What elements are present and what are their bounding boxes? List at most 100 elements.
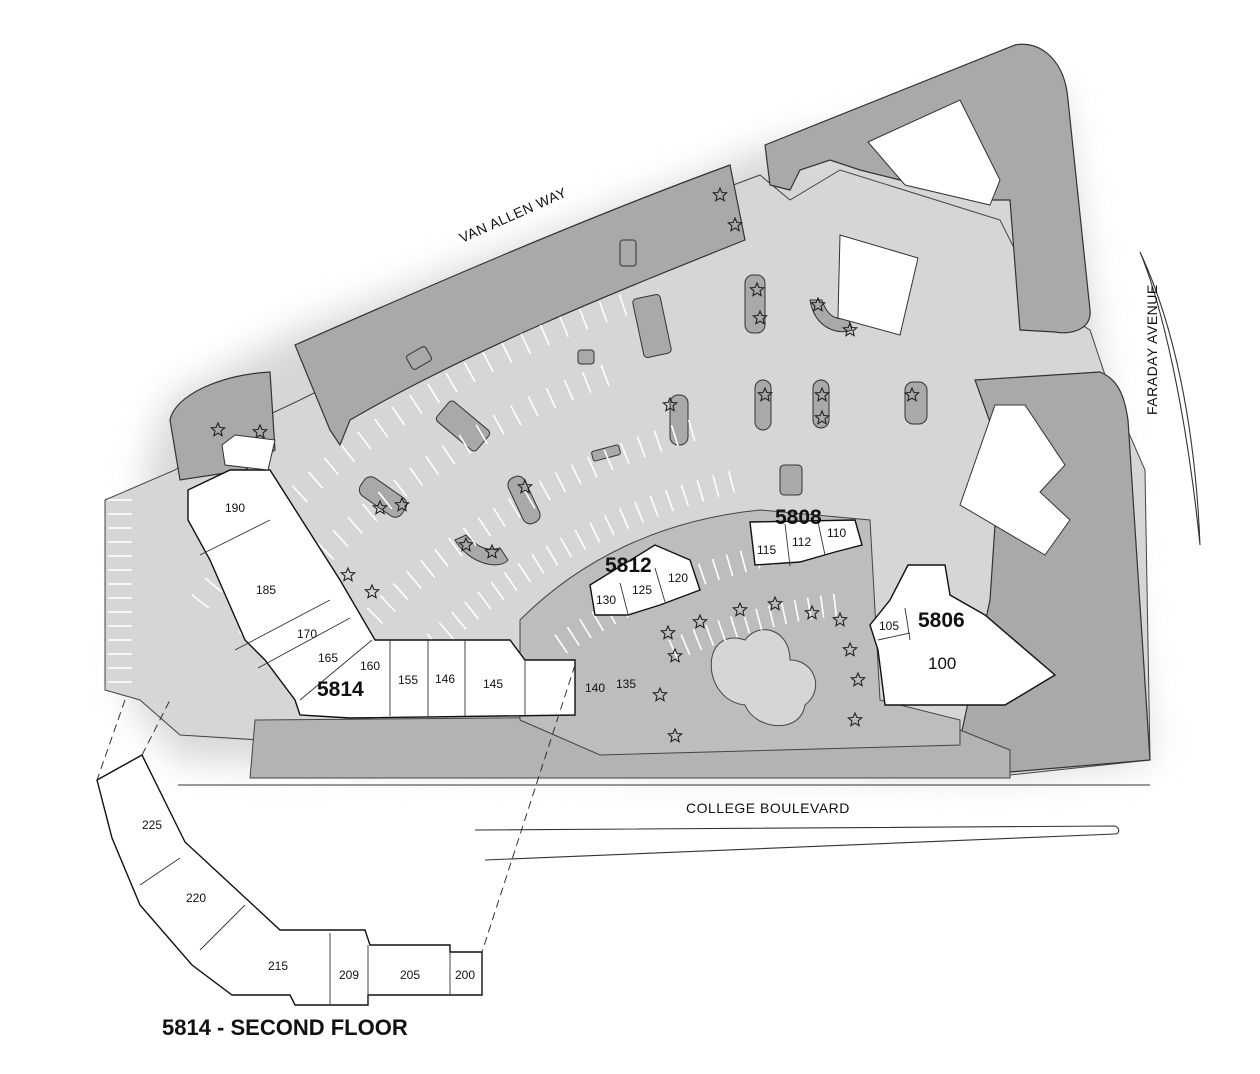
parking-stall-line [539,324,550,346]
trees [209,186,921,743]
building-label-5806: 5806 [918,609,965,632]
parking-stall-line [554,634,568,654]
parking-stall-line [603,449,614,471]
tree-icon [516,478,534,494]
parking-stall-line [463,362,476,383]
tree-icon [659,624,677,640]
second-floor-footprint [96,754,483,1006]
parking-stall-line [501,342,513,363]
parking-stall-line [374,418,389,438]
parking-stall-line [587,456,598,478]
parking-stall-line [653,430,663,452]
tree-icon [756,386,774,402]
parking-stall-line [559,537,572,558]
building-5808 [749,519,863,567]
parking-stall-line [589,522,601,543]
tree-icon [731,601,749,617]
parking-stall-line [696,479,705,502]
road-lines [178,251,1201,861]
pad-east [959,404,1071,556]
parking-stall-line [600,364,610,386]
parking-stall-line [393,479,408,498]
parking-stall-line [755,608,763,631]
unit-110: 110 [827,526,846,540]
parking-stall-line [579,618,592,639]
tree-icon [661,396,679,412]
parking-stall-line [520,333,532,354]
unit-100: 100 [928,654,956,673]
parking-stall-line [819,595,825,618]
parking-stall-line [728,471,736,493]
parking-stall-line [725,554,734,577]
faraday-median [1139,251,1201,546]
parking-stall-line [559,316,569,338]
island [904,381,928,425]
parking-stall-line [687,419,696,442]
unit-160: 160 [360,659,380,673]
parking-stall-line [420,559,436,578]
second-floor-plan [96,754,483,1006]
second-floor-title: 5814 - SECOND FLOOR [162,1015,408,1040]
tree-icon [849,671,867,687]
unit-209: 209 [339,968,359,982]
parking-stall-line [780,602,788,625]
parking-stall-line [523,489,536,510]
parking-stall-line [670,424,679,447]
unit-146: 146 [435,672,455,686]
parking-stall-line [729,615,739,638]
parking-stall-line [462,527,477,547]
parking-stall-line [409,394,423,415]
tree-icon [751,309,769,325]
tree-icon [651,686,669,702]
unit-215: 215 [268,959,288,973]
island [619,239,637,267]
parking-stall-line [692,629,703,651]
plaza-lawn [710,629,817,727]
island [754,379,772,431]
parking-stall-line [768,605,775,628]
parking-stall-line [510,405,522,426]
tree-icon [726,216,744,232]
building-5814 [187,469,576,719]
parking-stall-line [445,372,458,393]
island [435,400,491,452]
unit-125: 125 [632,583,652,597]
island [406,346,432,370]
parking-stall-line [347,516,363,535]
parking-stall-line [566,626,580,646]
parking-stall-line [332,529,349,547]
parking-stall-line [340,444,356,463]
unit-115: 115 [757,543,776,557]
parking-stall-line [503,571,518,592]
parking-stall-line [391,406,406,426]
parking-stall-line [451,611,467,630]
unit-155: 155 [398,673,418,687]
island [779,464,803,496]
parking-stall-line [665,490,674,512]
parking-stall-line [574,529,587,550]
tree-icon [251,423,269,439]
island [507,475,541,525]
parking-stall-line [492,414,505,435]
parking-stall-line [591,611,604,632]
parking-stall-line [581,371,592,393]
tree-icon [803,604,821,620]
tree-icon [691,613,709,629]
parking-stall-line [832,593,838,616]
tree-icon [483,543,501,559]
parking-stall-line [425,456,440,476]
parking-stall-line [406,571,422,589]
parking-stall-line [680,484,689,507]
building-5812-footprint [589,544,701,616]
parking-stall-line [527,396,539,417]
building-5814-footprint [187,469,576,719]
parking-stall-line [458,434,472,455]
parking-stall-line [793,599,800,622]
college-boulevard-label: COLLEGE BOULEVARD [686,800,850,816]
parking-stall-line [619,508,630,530]
unit-185: 185 [256,583,276,597]
tree-icon [339,566,357,582]
tree-icon [457,536,475,552]
parking-stall-line [490,581,505,601]
parking-stall-line [392,582,409,601]
